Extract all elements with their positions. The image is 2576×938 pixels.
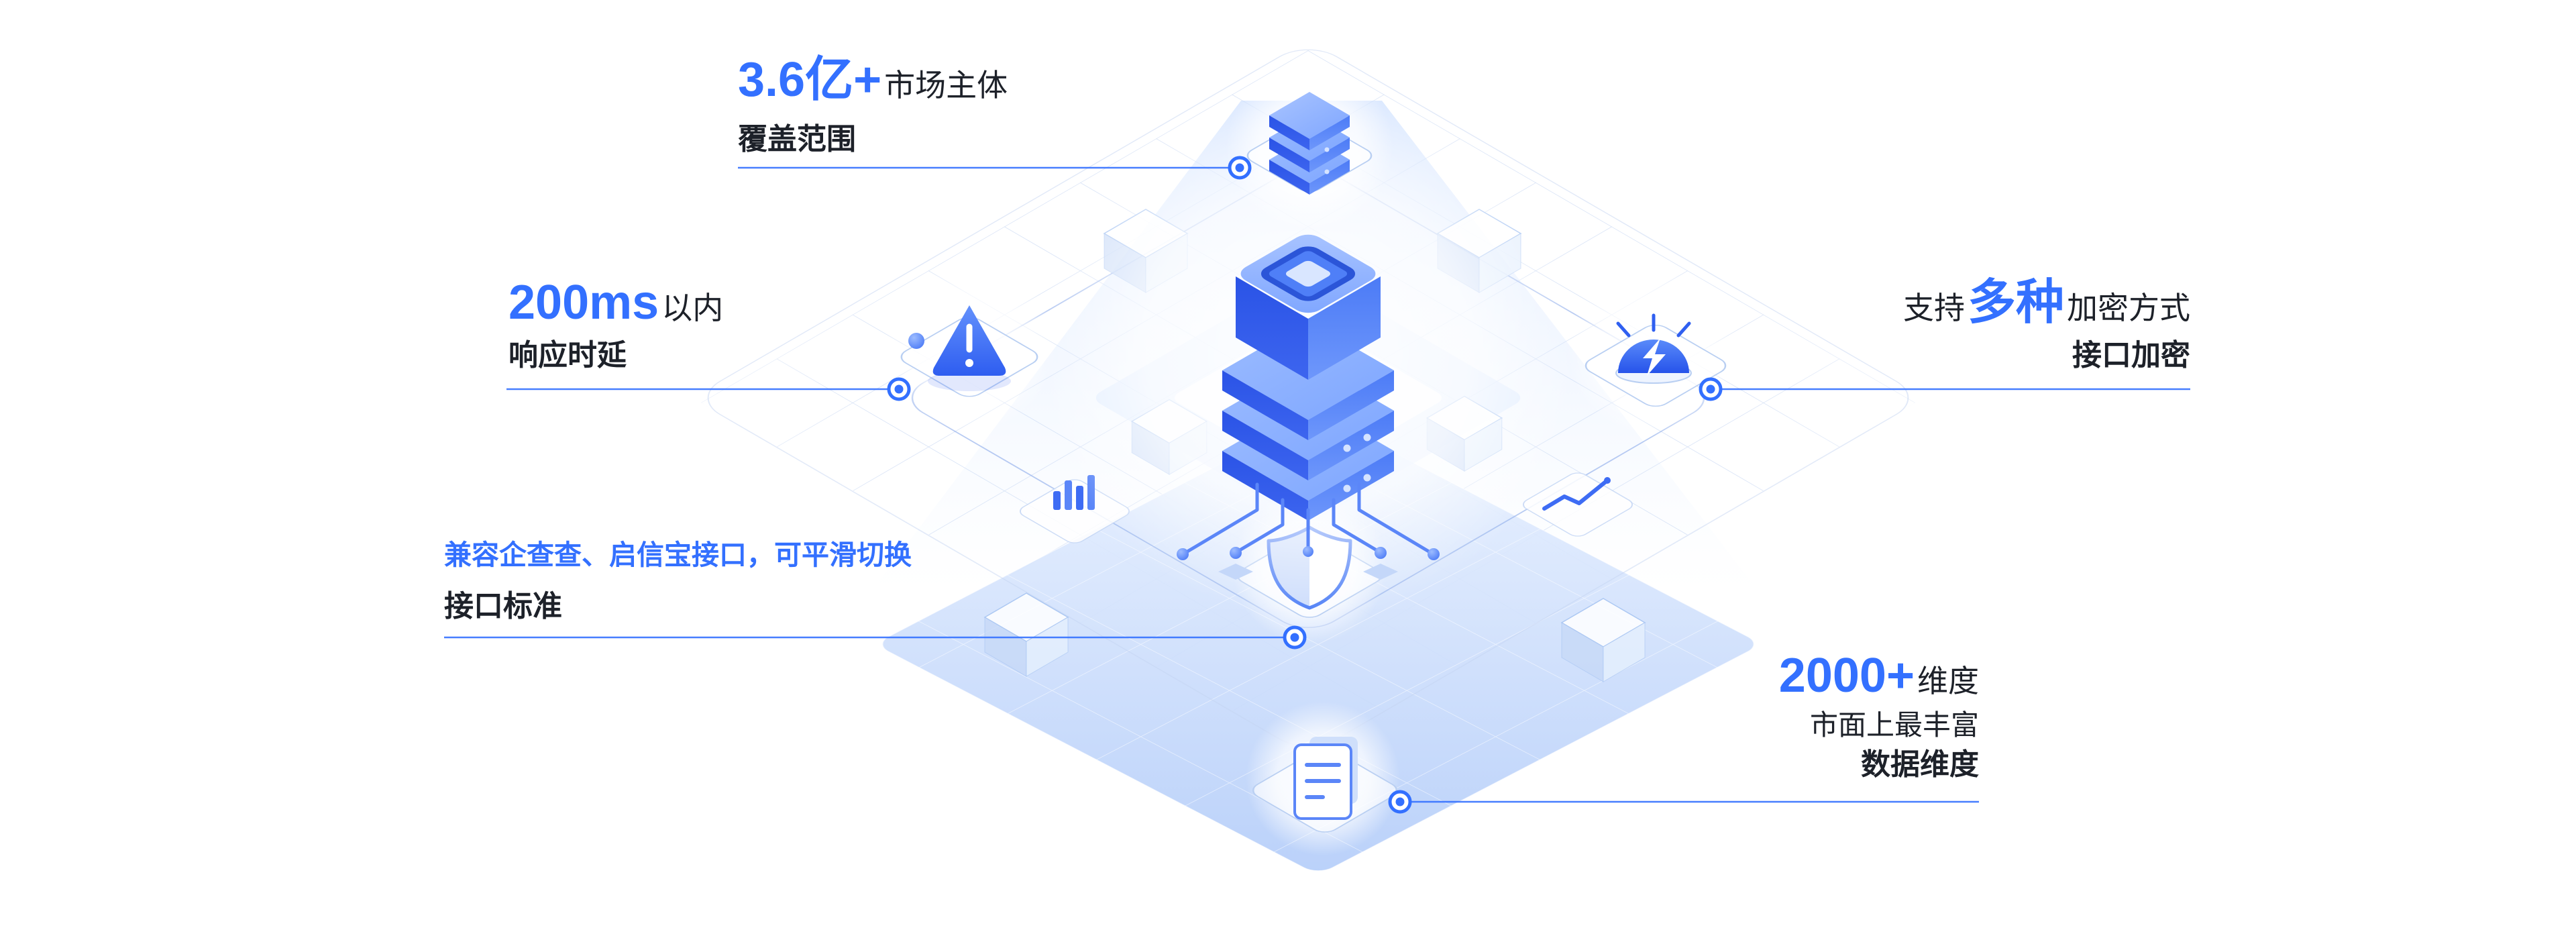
dimensions-label: 数据维度 [1861,748,1979,782]
leader-lines [444,166,2190,803]
line-chart-icon [1522,472,1633,537]
alarm-icon [1566,262,1741,436]
coverage-value-row: 3.6亿+ 市场主体 [738,52,1008,108]
dimensions-unit: 维度 [1917,664,1979,698]
latency-unit: 以内 [661,291,724,325]
api-standard-desc: 兼容企查查、启信宝接口，可平滑切换 [444,539,912,570]
encryption-label: 接口加密 [2072,338,2190,372]
callout-dimensions: 2000+ 维度 市面上最丰富 数据维度 [1779,648,1979,782]
coverage-unit: 市场主体 [884,68,1008,103]
latency-value: 200ms [508,276,659,329]
latency-label: 响应时延 [508,338,627,372]
warning-icon [882,258,1057,433]
coverage-value: 3.6亿+ [738,53,882,107]
callout-coverage: 3.6亿+ 市场主体 覆盖范围 [738,52,1008,156]
callout-api-standard: 兼容企查查、启信宝接口，可平滑切换 接口标准 [444,539,912,624]
database-stack-icon [1040,81,1576,617]
encryption-unit: 加密方式 [2067,291,2190,325]
encryption-value: 多种 [1967,276,2064,329]
callout-encryption: 支持 多种 加密方式 接口加密 [1903,275,2190,372]
dimensions-value-row: 2000+ 维度 [1779,648,1979,704]
callout-latency: 200ms 以内 响应时延 [508,275,723,372]
encryption-value-row: 支持 多种 加密方式 [1903,275,2190,331]
encryption-prefix: 支持 [1902,291,1965,325]
document-icon [1246,701,1400,855]
dimensions-value: 2000+ [1778,649,1915,702]
dimensions-desc: 市面上最丰富 [1809,709,1979,741]
server-icon [1226,64,1393,231]
latency-value-row: 200ms 以内 [508,275,723,331]
api-standard-label: 接口标准 [444,590,562,623]
coverage-label: 覆盖范围 [738,122,856,156]
